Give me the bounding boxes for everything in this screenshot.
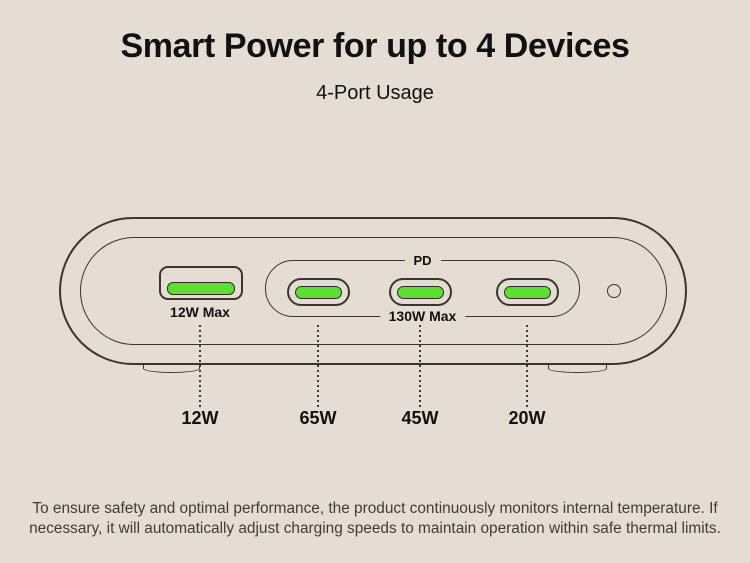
usb-c-1-output-label: 65W	[299, 408, 337, 428]
pd-max-wattage-label: 130W Max	[379, 307, 466, 326]
callout-line-usb-c-2	[419, 325, 421, 407]
usb-c-port-1-connector	[295, 285, 342, 299]
device-face-outline	[80, 237, 667, 345]
usb-c-port-1-icon	[287, 278, 350, 306]
usb-c-3-output-label: 20W	[508, 408, 546, 428]
usb-a-output-label: 12W	[181, 408, 219, 428]
callout-line-usb-c-1	[317, 325, 319, 407]
device-foot-right	[548, 364, 607, 373]
power-button-icon	[607, 284, 621, 298]
pd-label: PD	[404, 252, 441, 269]
usb-c-port-3-connector	[504, 285, 551, 299]
pd-ports-group-outline: PD 130W Max	[265, 252, 580, 326]
callout-line-usb-a	[199, 325, 201, 407]
usb-c-port-2-connector	[397, 285, 444, 299]
usb-c-port-3-icon	[496, 278, 559, 306]
callout-line-usb-c-3	[526, 325, 528, 407]
usb-a-max-wattage-label: 12W Max	[170, 304, 230, 320]
usb-c-2-output-label: 45W	[401, 408, 439, 428]
page-title: Smart Power for up to 4 Devices	[120, 27, 630, 65]
usb-a-connector-tongue	[167, 282, 235, 295]
usb-c-port-2-icon	[389, 278, 452, 306]
safety-note: To ensure safety and optimal performance…	[29, 500, 721, 538]
device-foot-left	[143, 364, 200, 373]
page-subtitle: 4-Port Usage	[316, 82, 434, 104]
usb-a-port-icon	[159, 266, 243, 300]
device-body-outline	[59, 217, 687, 365]
